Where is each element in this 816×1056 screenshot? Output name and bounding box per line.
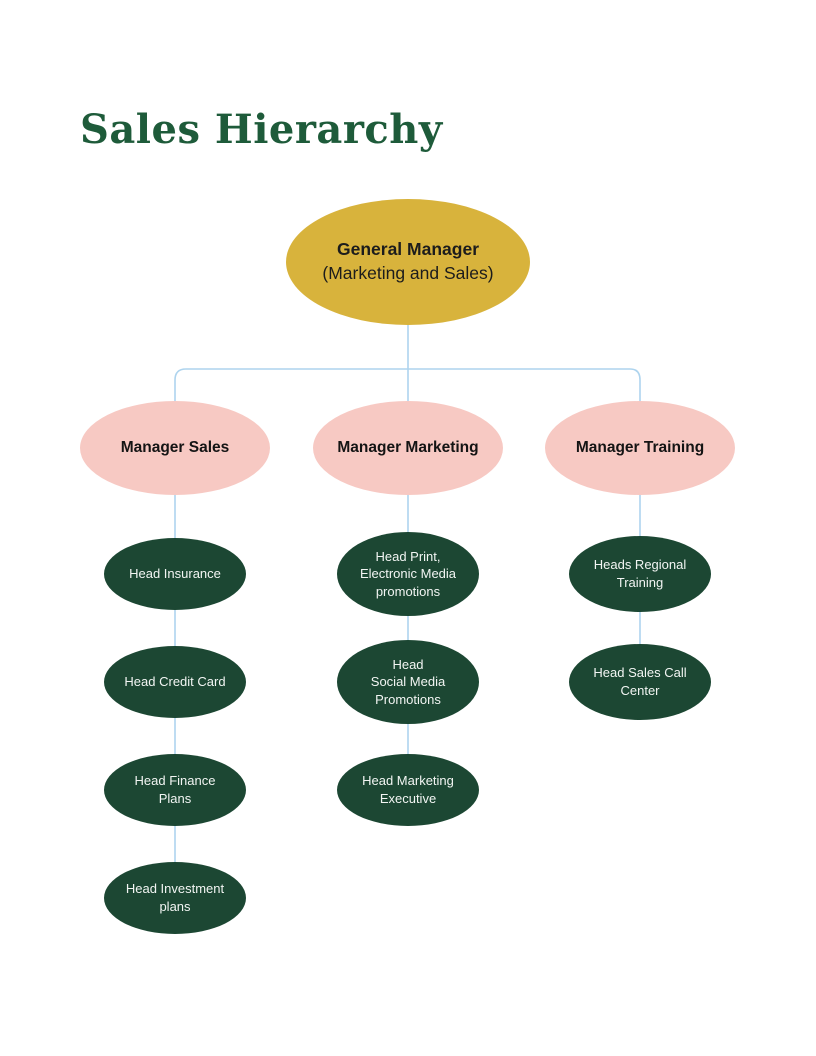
page-title: Sales Hierarchy (80, 106, 443, 153)
node-general-manager: General Manager (Marketing and Sales) (286, 199, 530, 325)
node-manager-marketing: Manager Marketing (313, 401, 503, 495)
node-head-finance-plans: Head Finance Plans (104, 754, 246, 826)
node-head-marketing-executive: Head Marketing Executive (337, 754, 479, 826)
node-head-credit-card: Head Credit Card (104, 646, 246, 718)
node-head-sales-call-center: Head Sales Call Center (569, 644, 711, 720)
node-manager-training: Manager Training (545, 401, 735, 495)
node-head-insurance: Head Insurance (104, 538, 246, 610)
node-head-social-media: Head Social Media Promotions (337, 640, 479, 724)
general-manager-subtitle: (Marketing and Sales) (322, 263, 494, 283)
node-head-print-electronic-media: Head Print, Electronic Media promotions (337, 532, 479, 616)
node-head-investment-plans: Head Investment plans (104, 862, 246, 934)
node-manager-sales: Manager Sales (80, 401, 270, 495)
general-manager-title: General Manager (337, 239, 479, 260)
node-heads-regional-training: Heads Regional Training (569, 536, 711, 612)
